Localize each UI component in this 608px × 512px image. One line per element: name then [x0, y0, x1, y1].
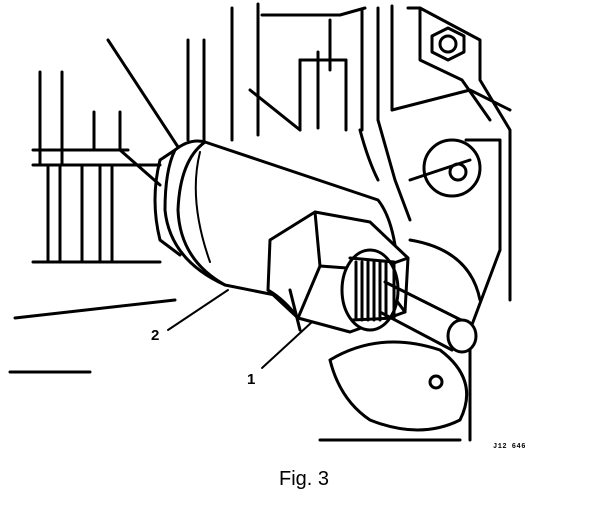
callout-label-1: 1: [247, 371, 256, 388]
threaded-adaptor: [340, 248, 400, 332]
figure-caption: Fig. 3: [278, 468, 330, 490]
leader-line-2: [167, 289, 229, 331]
leader-line-1: [261, 321, 313, 369]
lower-boss: [328, 340, 469, 432]
hex-bolt-head: [430, 26, 466, 62]
casting-boss: [422, 138, 482, 198]
callout-label-2: 2: [151, 327, 160, 344]
reference-code: J12 646: [493, 443, 526, 451]
shaft: [378, 280, 478, 354]
